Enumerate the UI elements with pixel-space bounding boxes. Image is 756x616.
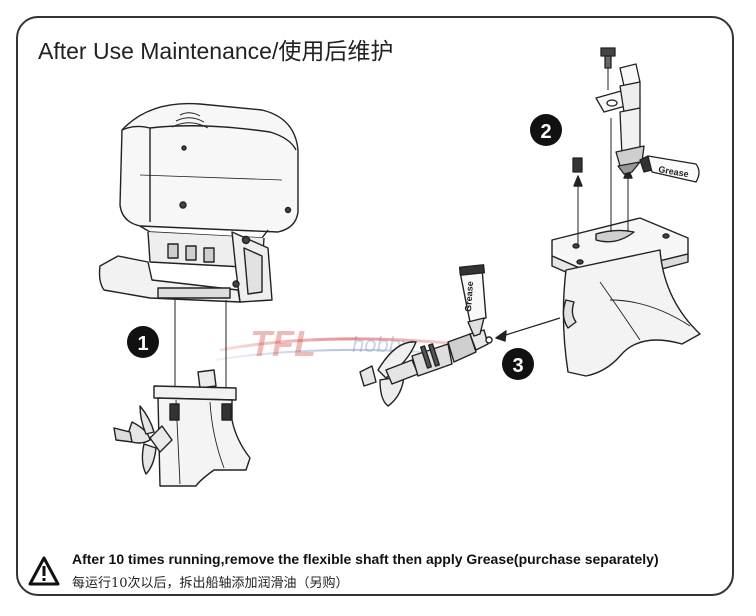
warning-triangle-icon: [28, 556, 60, 586]
lower-unit-left: [113, 369, 251, 487]
page-title: After Use Maintenance/使用后维护: [38, 38, 394, 64]
lower-unit-right: [551, 118, 701, 377]
watermark-tfl: TFL: [250, 323, 316, 364]
maintenance-note-en: After 10 times running,remove the flexib…: [72, 551, 659, 567]
upper-parts: Grease: [572, 47, 700, 183]
step-badge-1: 1: [127, 326, 159, 358]
outboard-motor: [98, 102, 299, 400]
maintenance-note-cn: 每运行10次以后，拆出船轴添加润滑油（另购）: [72, 576, 349, 591]
step-badge-3: 3: [502, 348, 534, 380]
step-label-1: 1: [137, 333, 148, 355]
step-label-3: 3: [512, 355, 523, 377]
step-label-2: 2: [540, 121, 551, 143]
step-badge-2: 2: [530, 114, 562, 146]
flexible-shaft-assembly: Grease: [359, 264, 561, 407]
watermark: TFL hobby: [214, 323, 481, 364]
grease-label-center: Grease: [463, 281, 475, 312]
